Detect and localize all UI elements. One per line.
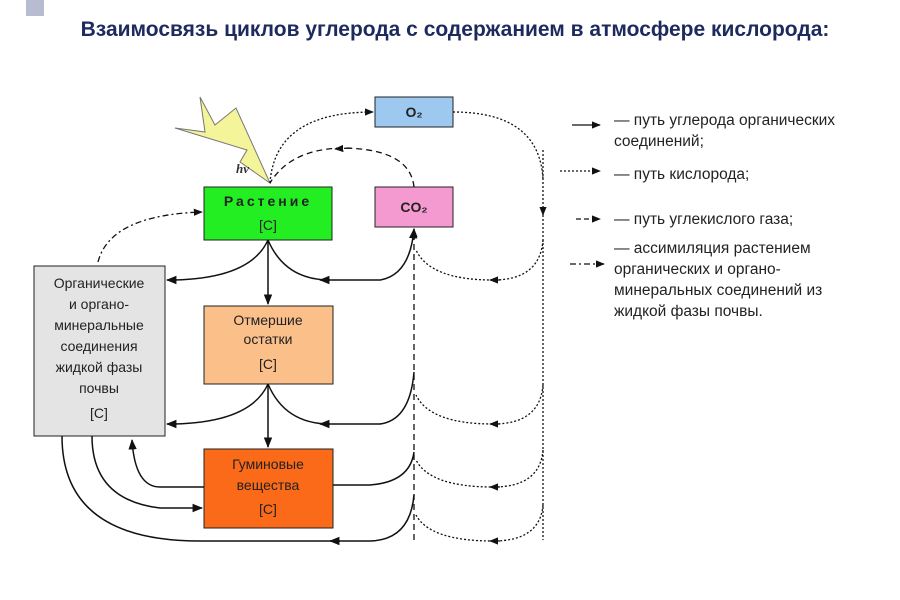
- co2-paths: [269, 144, 418, 540]
- svg-text:минеральные: минеральные: [54, 317, 144, 333]
- svg-text:остатки: остатки: [244, 331, 293, 347]
- svg-text:[C]: [C]: [259, 356, 277, 372]
- svg-text:CO₂: CO₂: [400, 199, 427, 215]
- svg-text:Гуминовые: Гуминовые: [232, 456, 304, 472]
- legend-assimilation: — ассимиляция растением органических и о…: [614, 240, 823, 320]
- node-humic: Гуминовые вещества [C]: [203, 448, 334, 529]
- svg-text:Органические: Органические: [54, 275, 145, 291]
- svg-text:жидкой фазы: жидкой фазы: [56, 359, 143, 375]
- node-residues: Отмершие остатки [C]: [203, 305, 334, 385]
- svg-text:[C]: [C]: [259, 501, 277, 517]
- legend-carbon: — путь углерода органических соединений;: [614, 112, 836, 150]
- light-bolt-icon: [174, 96, 272, 185]
- node-plant: Растение [C]: [203, 186, 333, 241]
- svg-text:почвы: почвы: [79, 380, 119, 396]
- carbon-paths: [61, 227, 418, 546]
- node-co2: CO₂: [374, 186, 454, 228]
- legend-arrows: [560, 121, 605, 268]
- svg-text:соединения: соединения: [60, 338, 137, 354]
- node-organic: Органические и органо- минеральные соеди…: [33, 265, 166, 437]
- svg-text:O₂: O₂: [405, 104, 422, 120]
- light-label: hν: [236, 161, 249, 176]
- svg-text:[C]: [C]: [90, 405, 108, 421]
- assimilation-path: [97, 208, 203, 263]
- corner-decoration: [26, 0, 44, 16]
- svg-text:и органо-: и органо-: [69, 296, 129, 312]
- svg-text:вещества: вещества: [237, 477, 300, 493]
- legend-oxygen: — путь кислорода;: [614, 166, 750, 183]
- legend-co2: — путь углекислого газа;: [614, 211, 794, 228]
- svg-text:[C]: [C]: [259, 217, 277, 233]
- svg-text:Отмершие: Отмершие: [233, 312, 303, 328]
- svg-text:Растение: Растение: [224, 193, 312, 209]
- page-title: Взаимосвязь циклов углерода с содержание…: [80, 18, 830, 41]
- node-o2: O₂: [374, 96, 454, 128]
- oxygen-paths: [269, 108, 547, 545]
